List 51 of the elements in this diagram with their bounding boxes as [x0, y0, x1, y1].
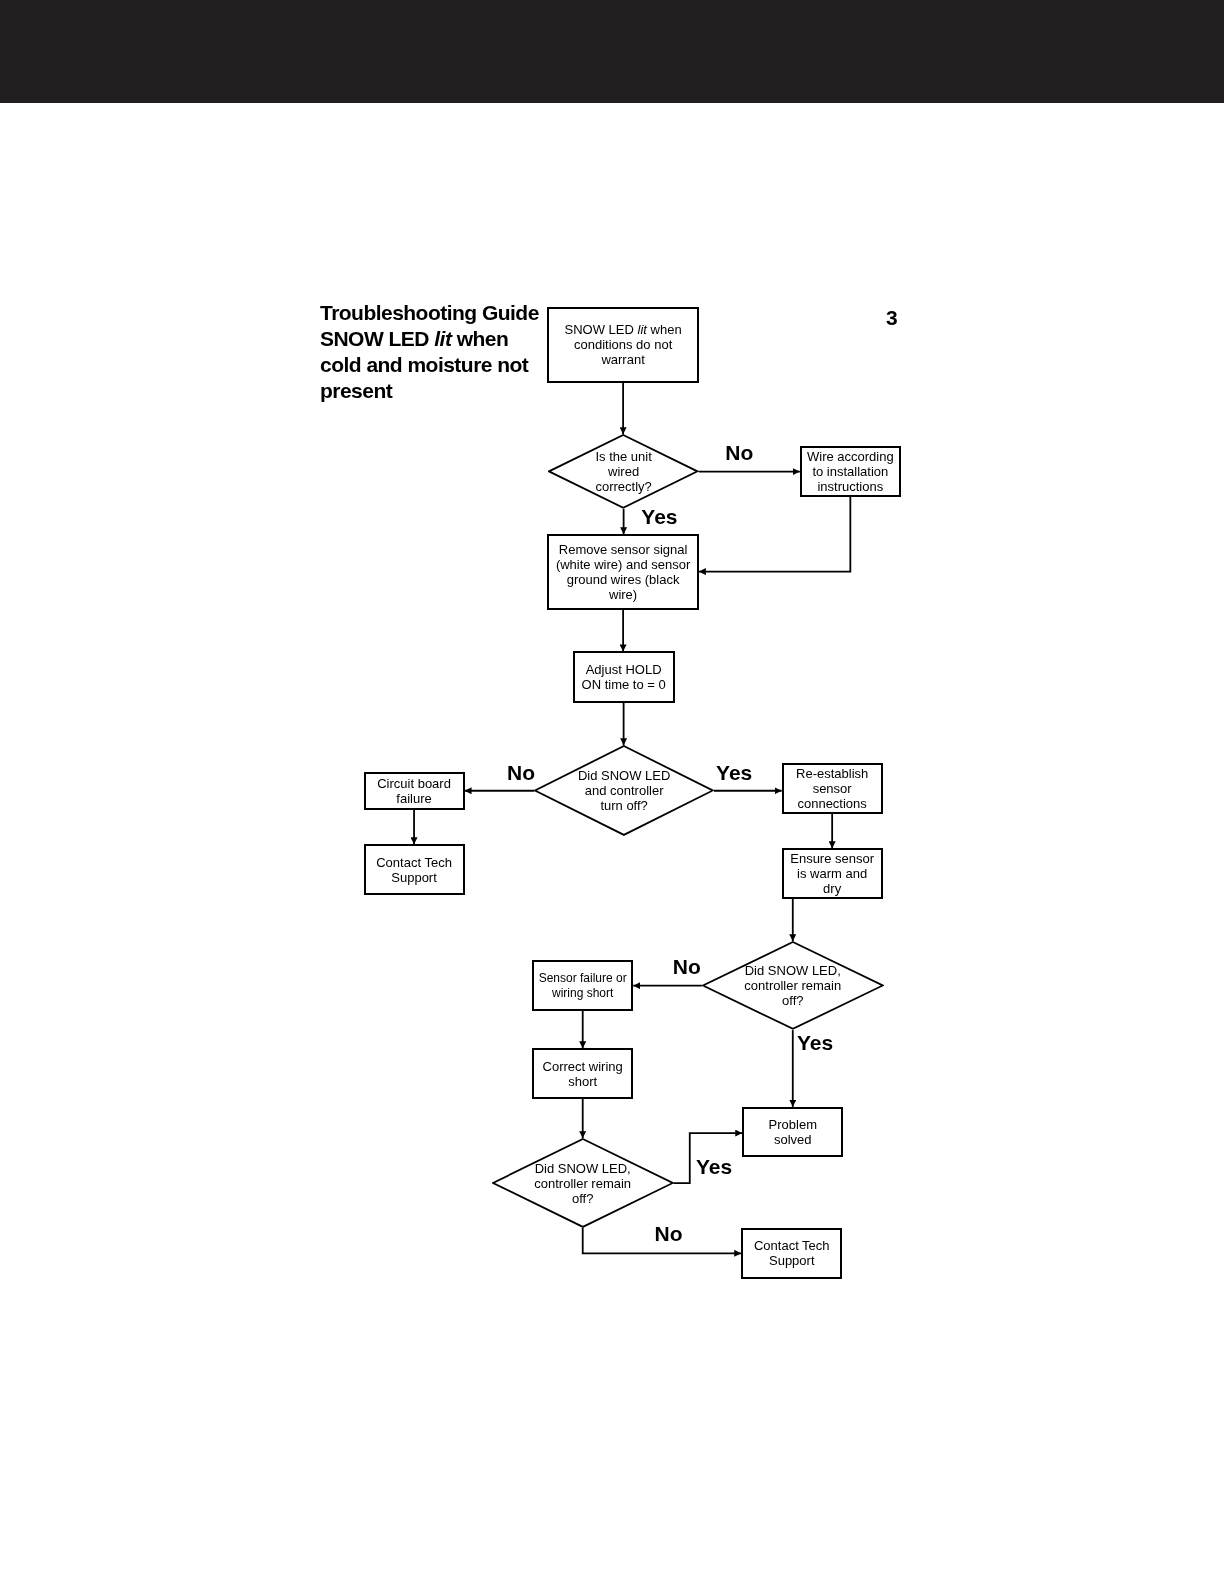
arrow — [619, 609, 627, 653]
node-text: Sensor failure or wiring short — [538, 970, 628, 1001]
process-box — [547, 307, 699, 383]
arrow — [697, 495, 852, 576]
arrow — [713, 787, 783, 795]
node-text: SNOW LED lit when conditions do not warrant — [563, 322, 683, 368]
process-box — [363, 771, 465, 810]
decision-diamond — [491, 1138, 674, 1229]
process-box — [742, 1106, 844, 1158]
arrow — [581, 1227, 743, 1257]
node-text: Is the unit wired correctly? — [594, 449, 653, 495]
arrow — [463, 787, 536, 795]
decision-diamond — [548, 434, 699, 509]
arrow — [620, 702, 628, 747]
process-box — [781, 848, 883, 899]
node-text: Correct wiring short — [541, 1058, 624, 1089]
node-text: Contact Tech Support — [752, 1238, 831, 1269]
arrow — [619, 381, 627, 436]
arrow — [672, 1129, 744, 1184]
process-box — [741, 1228, 843, 1279]
arrow — [789, 897, 797, 943]
node-text: Circuit board failure — [376, 775, 452, 806]
node-text: Re-establish sensor connections — [795, 766, 870, 812]
process-box — [532, 1048, 634, 1099]
process-box — [799, 446, 901, 497]
node-text: Did SNOW LED, controller remain off? — [743, 963, 843, 1009]
process-box — [363, 844, 465, 895]
node-text: Did SNOW LED and controller turn off? — [576, 768, 672, 814]
process-box — [781, 763, 883, 814]
node-text: Did SNOW LED, controller remain off? — [533, 1160, 633, 1206]
decision-diamond — [534, 745, 714, 837]
process-box — [547, 534, 699, 610]
arrow — [410, 809, 418, 846]
arrow — [632, 982, 703, 990]
arrow — [697, 468, 801, 476]
title: Troubleshooting Guide SNOW LED lit when cold and moisture not present — [320, 300, 540, 404]
node-text: Problem solved — [767, 1117, 818, 1148]
decision-diamond — [701, 941, 884, 1031]
node-text: Remove sensor signal (white wire) and sensor ground wires (black wire) — [554, 542, 692, 603]
arrow — [579, 1097, 587, 1140]
process-box — [532, 960, 634, 1011]
node-text: Contact Tech Support — [375, 854, 453, 885]
page-number: 3 — [886, 305, 898, 331]
arrow — [620, 508, 628, 536]
process-box — [572, 651, 675, 703]
arrow — [828, 813, 836, 850]
arrow — [579, 1010, 587, 1050]
node-text: Adjust HOLD ON time to = 0 — [580, 662, 667, 693]
node-text: Wire according to installation instructions — [805, 449, 895, 495]
arrow — [789, 1029, 797, 1108]
node-text: Ensure sensor is warm and dry — [789, 851, 876, 897]
